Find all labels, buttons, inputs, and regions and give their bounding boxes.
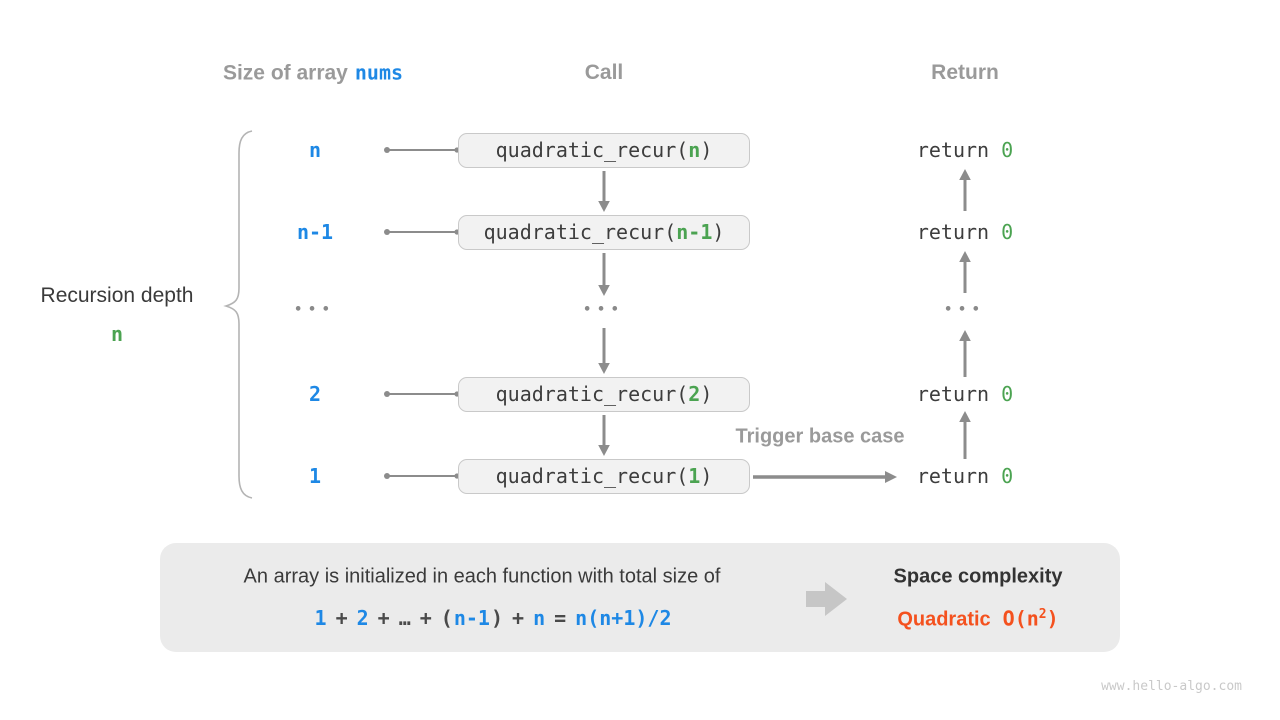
recursion-depth-label: Recursion depth xyxy=(40,284,194,307)
call-box-n: quadratic_recur(n) xyxy=(458,132,750,168)
formula-token: n xyxy=(533,606,546,630)
space-complexity-title: Space complexity xyxy=(893,565,1063,588)
call-box-2: quadratic_recur(2) xyxy=(458,376,750,412)
formula-token: ) xyxy=(490,606,504,630)
trigger-base-case-label: Trigger base case xyxy=(735,425,905,448)
size-ellipsis: ••• xyxy=(294,302,336,318)
formula-token: … xyxy=(398,606,411,630)
header-call: Call xyxy=(584,61,624,84)
call-code: quadratic_recur(1) xyxy=(495,464,713,488)
return-ellipsis: ••• xyxy=(944,302,986,318)
complexity-name: Quadratic xyxy=(897,608,991,631)
return-stmt-n: return 0 xyxy=(916,138,1014,162)
call-code: quadratic_recur(2) xyxy=(495,382,713,406)
header-return: Return xyxy=(931,61,999,84)
size-label-2: 2 xyxy=(308,382,322,406)
formula-token: + xyxy=(335,606,348,630)
size-label-n: n xyxy=(308,138,322,162)
formula-token: = xyxy=(554,606,567,630)
call-code: quadratic_recur(n) xyxy=(495,138,713,162)
summary-panel xyxy=(160,543,1120,652)
formula-token: n(n+1)/2 xyxy=(575,606,672,630)
watermark: www.hello-algo.com xyxy=(1101,679,1242,694)
formula-token: 2 xyxy=(356,606,369,630)
formula-token: + xyxy=(377,606,390,630)
return-stmt-1: return 0 xyxy=(916,464,1014,488)
return-stmt-2: return 0 xyxy=(916,382,1014,406)
header-array-name: nums xyxy=(354,60,404,85)
summary-description: An array is initialized in each function… xyxy=(243,565,721,588)
summary-formula: 1 + 2 + … + ( n-1 ) + n = n(n+1)/2 xyxy=(315,606,672,630)
formula-token: ( xyxy=(440,606,453,630)
call-box-n-1: quadratic_recur(n-1) xyxy=(458,214,750,250)
trigger-arrow xyxy=(753,471,897,483)
call-box-1: quadratic_recur(1) xyxy=(458,458,750,494)
size-label-1: 1 xyxy=(308,464,322,488)
call-ellipsis: ••• xyxy=(583,302,625,318)
space-complexity-result: Quadratic O(n2) xyxy=(897,607,1058,632)
header-size-of-array-text: Size of array xyxy=(222,61,348,85)
header-size-of-array: Size of array nums xyxy=(223,61,403,86)
size-label-n-1: n-1 xyxy=(296,220,334,244)
row-connectors xyxy=(384,147,460,479)
formula-token: + xyxy=(512,606,525,630)
return-stmt-n-1: return 0 xyxy=(916,220,1014,244)
recursion-depth-value: n xyxy=(110,322,124,346)
complexity-big-o: O(n2) xyxy=(1002,606,1059,631)
formula-token: n-1 xyxy=(453,606,490,630)
formula-token: 1 xyxy=(314,606,327,630)
call-code: quadratic_recur(n-1) xyxy=(483,220,725,244)
formula-token: + xyxy=(419,606,432,630)
recursion-depth-brace xyxy=(223,130,253,499)
